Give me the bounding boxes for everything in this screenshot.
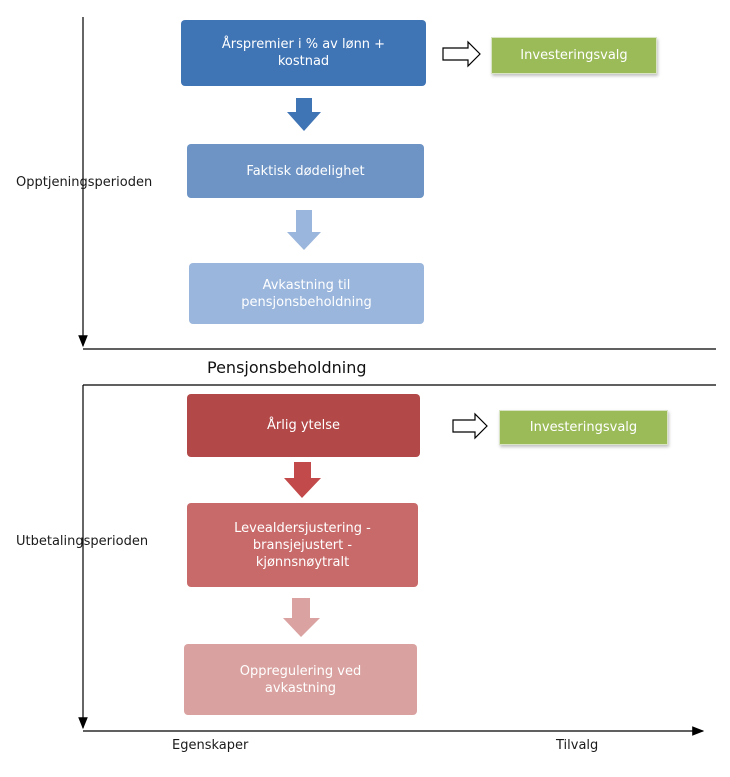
box-arlig-ytelse: Årlig ytelse — [187, 394, 420, 457]
label-utbetalingsperioden: Utbetalingsperioden — [16, 534, 149, 549]
investeringsvalg-upper-text: Investeringsvalg — [520, 48, 628, 63]
label-egenskaper: Egenskaper — [172, 738, 249, 753]
box-faktisk-dodelighet: Faktisk dødelighet — [187, 144, 424, 198]
box-levealdersjustering-text: Levealdersjustering - bransjejustert - k… — [234, 520, 371, 570]
box-oppregulering-text: Oppregulering ved avkastning — [239, 663, 362, 696]
box-avkastning: Avkastning til pensjonsbeholdning — [189, 263, 424, 324]
box-arspremier-text: Årspremier i % av lønn + kostnad — [221, 37, 386, 69]
investeringsvalg-lower-text: Investeringsvalg — [529, 420, 638, 435]
investeringsvalg-upper: Investeringsvalg — [491, 37, 657, 74]
down-arrow-1 — [287, 98, 321, 131]
label-pensjonsbeholdning: Pensjonsbeholdning — [207, 358, 367, 377]
down-arrow-2 — [287, 210, 321, 250]
right-arrow-2 — [452, 412, 488, 440]
box-levealdersjustering: Levealdersjustering - bransjejustert - k… — [187, 503, 418, 587]
box-avkastning-text: Avkastning til pensjonsbeholdning — [241, 277, 372, 310]
right-arrow-1 — [442, 40, 481, 68]
label-tilvalg: Tilvalg — [556, 738, 599, 753]
investeringsvalg-lower: Investeringsvalg — [499, 410, 668, 445]
label-opptjeningsperioden: Opptjeningsperioden — [16, 175, 153, 190]
box-arlig-ytelse-text: Årlig ytelse — [266, 418, 341, 433]
down-arrow-4 — [283, 598, 320, 637]
box-arspremier: Årspremier i % av lønn + kostnad — [181, 20, 426, 86]
box-faktisk-dodelighet-text: Faktisk dødelighet — [246, 163, 365, 179]
down-arrow-3 — [284, 462, 321, 498]
box-oppregulering: Oppregulering ved avkastning — [184, 644, 417, 715]
